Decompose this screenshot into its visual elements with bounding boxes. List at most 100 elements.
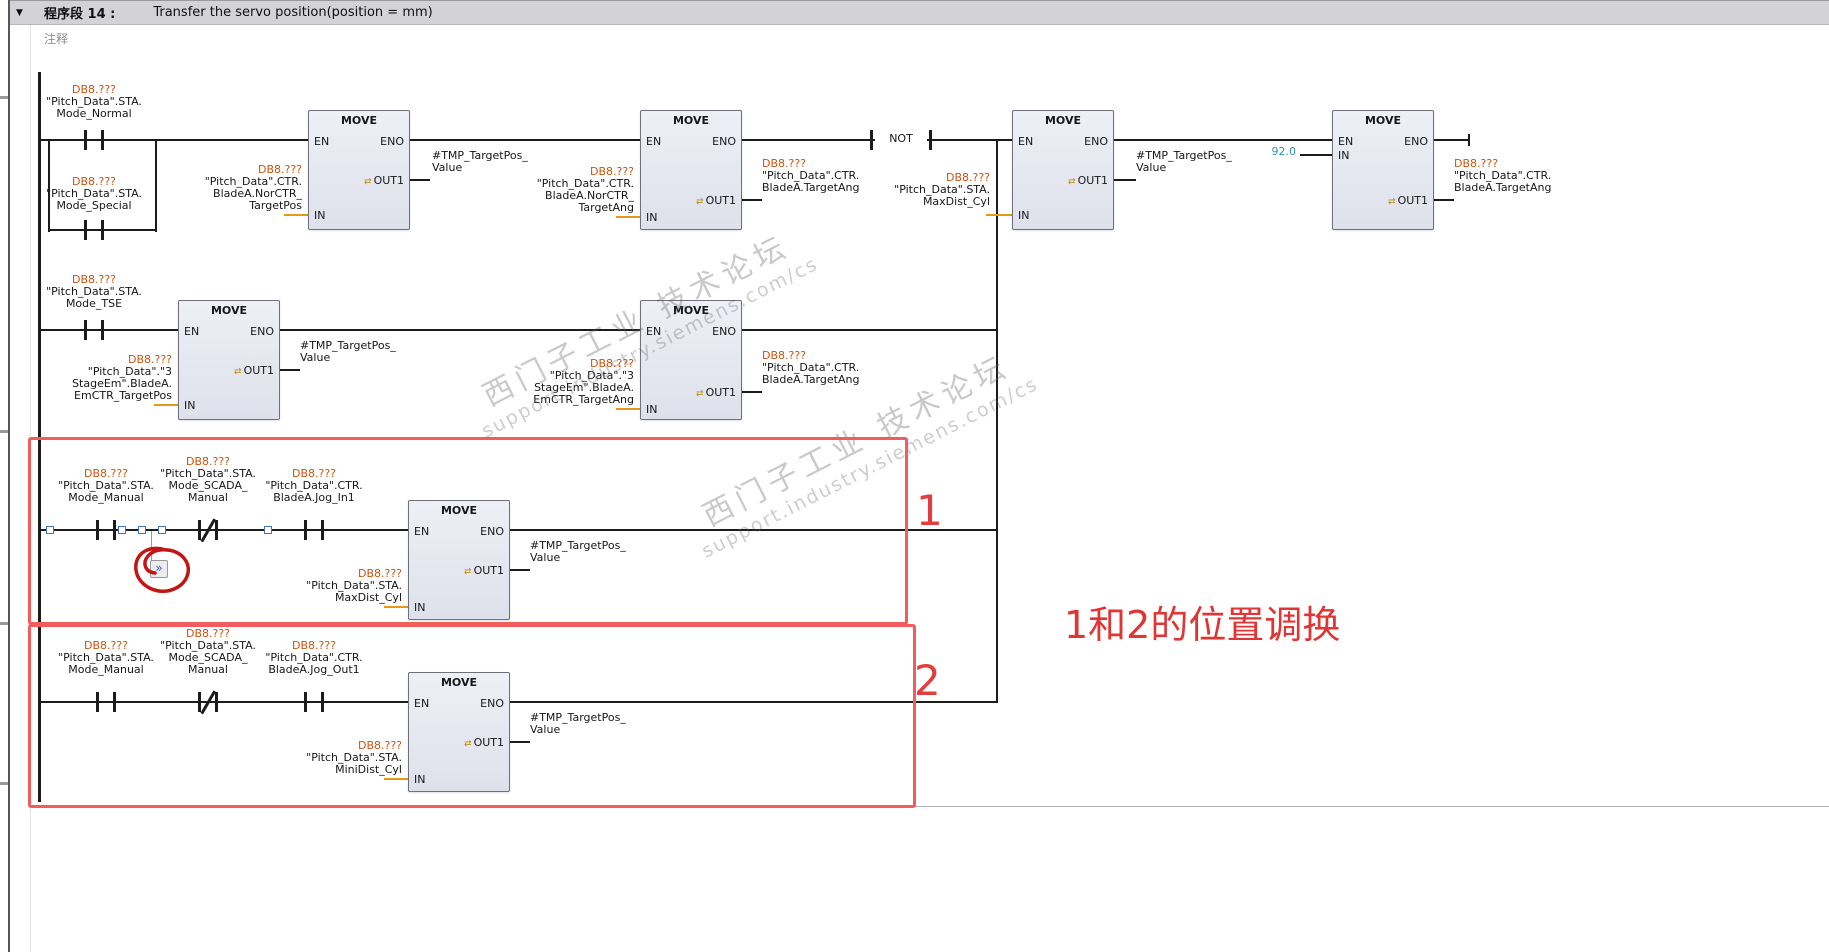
- pin-out1: ⇄OUT1: [696, 194, 736, 207]
- margin-tick: [0, 622, 8, 625]
- move-block-8[interactable]: MOVE EN ENO ⇄OUT1 IN: [408, 672, 510, 792]
- pin-eno: ENO: [480, 525, 504, 538]
- block-title: MOVE: [340, 114, 378, 127]
- network-comment[interactable]: 注释: [44, 32, 69, 46]
- pin-in: IN: [184, 399, 196, 412]
- no-contact-mode-manual[interactable]: [96, 692, 116, 712]
- operand-b3-out[interactable]: #TMP_TargetPos_ Value: [1136, 149, 1232, 174]
- operand-b8-in[interactable]: DB8.???"Pitch_Data".STA. MiniDist_Cyl: [306, 739, 402, 776]
- conversion-icon: ⇄: [364, 177, 372, 187]
- nc-contact-mode-scada-manual[interactable]: [198, 518, 218, 543]
- not-label: NOT: [875, 132, 927, 145]
- pin-out1: ⇄OUT1: [696, 386, 736, 399]
- operand-b2-out[interactable]: DB8.???"Pitch_Data".CTR. BladeA.TargetAn…: [762, 157, 860, 194]
- pin-in: IN: [414, 773, 426, 786]
- in-pin-wire: [616, 216, 640, 218]
- pin-eno: ENO: [250, 325, 274, 338]
- operand-b4-out[interactable]: DB8.???"Pitch_Data".CTR. BladeA.TargetAn…: [1454, 157, 1552, 194]
- pin-eno: ENO: [712, 135, 736, 148]
- out-pin-wire: [1112, 179, 1136, 181]
- or-branch-wire-v: [996, 139, 998, 703]
- pin-en: EN: [314, 135, 330, 148]
- collapse-network-icon[interactable]: ▼: [16, 7, 23, 18]
- pin-en: EN: [414, 697, 430, 710]
- operand-b8-out[interactable]: #TMP_TargetPos_ Value: [530, 711, 626, 736]
- operand-b5-out[interactable]: #TMP_TargetPos_ Value: [300, 339, 396, 364]
- move-block-7[interactable]: MOVE EN ENO ⇄OUT1 IN: [408, 500, 510, 620]
- no-contact-mode-normal[interactable]: [84, 130, 104, 150]
- operand-b1-out[interactable]: #TMP_TargetPos_ Value: [432, 149, 528, 174]
- operand-b7-in[interactable]: DB8.???"Pitch_Data".STA. MaxDist_Cyl: [306, 567, 402, 604]
- pin-in: IN: [646, 403, 658, 416]
- operand-b6-out[interactable]: DB8.???"Pitch_Data".CTR. BladeA.TargetAn…: [762, 349, 860, 386]
- operand-r4c2[interactable]: DB8.???"Pitch_Data".STA. Mode_SCADA_ Man…: [160, 627, 256, 676]
- insert-point-square[interactable]: [158, 526, 166, 534]
- insert-point-square[interactable]: [46, 526, 54, 534]
- move-block-3[interactable]: MOVE EN ENO ⇄OUT1 IN: [1012, 110, 1114, 230]
- operand-b7-out[interactable]: #TMP_TargetPos_ Value: [530, 539, 626, 564]
- pin-eno: ENO: [712, 325, 736, 338]
- no-contact-mode-special[interactable]: [84, 220, 104, 240]
- out-pin-wire: [508, 741, 530, 743]
- network-title[interactable]: Transfer the servo position(position = m…: [153, 5, 433, 20]
- conversion-icon: ⇄: [1388, 197, 1396, 207]
- in-pin-wire: [284, 214, 308, 216]
- drag-guide-line: [151, 531, 152, 561]
- no-contact-mode-tse[interactable]: [84, 320, 104, 340]
- operand-r3c2[interactable]: DB8.???"Pitch_Data".STA. Mode_SCADA_ Man…: [160, 455, 256, 504]
- nc-contact-mode-scada-manual[interactable]: [198, 690, 218, 715]
- conversion-icon: ⇄: [696, 389, 704, 399]
- operand-r4c1[interactable]: DB8.???"Pitch_Data".STA. Mode_Manual: [58, 639, 154, 676]
- pin-en: EN: [1018, 135, 1034, 148]
- operand-r1c2[interactable]: DB8.???"Pitch_Data".STA. Mode_Special: [46, 175, 142, 212]
- annotation-number-1: 1: [916, 486, 943, 535]
- operand-r4c3[interactable]: DB8.???"Pitch_Data".CTR. BladeA.Jog_Out1: [265, 639, 363, 676]
- pin-out1: ⇄OUT1: [1388, 194, 1428, 207]
- wire-h: [1112, 139, 1332, 141]
- move-block-2[interactable]: MOVE EN ENO ⇄OUT1 IN: [640, 110, 742, 230]
- insert-point-square[interactable]: [264, 526, 272, 534]
- operand-b6-in[interactable]: DB8.???"Pitch_Data"."3 StageEm".BladeA. …: [533, 357, 634, 406]
- move-block-4[interactable]: MOVE EN ENO IN ⇄OUT1: [1332, 110, 1434, 230]
- move-block-5[interactable]: MOVE EN ENO ⇄OUT1 IN: [178, 300, 280, 420]
- operand-r1c1[interactable]: DB8.???"Pitch_Data".STA. Mode_Normal: [46, 83, 142, 120]
- block-title: MOVE: [1044, 114, 1082, 127]
- insert-point-square[interactable]: [138, 526, 146, 534]
- operand-b2-in[interactable]: DB8.???"Pitch_Data".CTR. BladeA.NorCTR_ …: [536, 165, 634, 214]
- insert-point-square[interactable]: [118, 526, 126, 534]
- operand-b5-in[interactable]: DB8.???"Pitch_Data"."3 StageEm".BladeA. …: [72, 353, 172, 402]
- conversion-icon: ⇄: [696, 197, 704, 207]
- wire-h: [740, 329, 998, 331]
- no-contact-jog-out1[interactable]: [304, 692, 324, 712]
- not-contact[interactable]: NOT: [870, 130, 932, 150]
- operand-b4-in-constant[interactable]: 92.0: [1271, 145, 1297, 158]
- out-pin-wire: [740, 391, 762, 393]
- wire-h: [1432, 139, 1470, 141]
- in-pin-wire: [986, 214, 1012, 216]
- move-block-6[interactable]: MOVE EN ENO ⇄OUT1 IN: [640, 300, 742, 420]
- operand-r3c1[interactable]: DB8.???"Pitch_Data".STA. Mode_Manual: [58, 467, 154, 504]
- no-contact-mode-manual[interactable]: [96, 520, 116, 540]
- out-pin-wire: [278, 369, 300, 371]
- annotation-box-2: [28, 624, 916, 808]
- operand-r2c1[interactable]: DB8.???"Pitch_Data".STA. Mode_TSE: [46, 273, 142, 310]
- wire-h: [38, 701, 408, 703]
- pin-en: EN: [646, 325, 662, 338]
- no-contact-jog-in1[interactable]: [304, 520, 324, 540]
- block-title: MOVE: [1364, 114, 1402, 127]
- block-title: MOVE: [440, 676, 478, 689]
- operand-r3c3[interactable]: DB8.???"Pitch_Data".CTR. BladeA.Jog_In1: [265, 467, 363, 504]
- pin-eno: ENO: [480, 697, 504, 710]
- move-block-1[interactable]: MOVE EN ENO ⇄OUT1 IN: [308, 110, 410, 230]
- in-pin-wire: [384, 778, 408, 780]
- annotation-box-1: [28, 437, 908, 625]
- block-title: MOVE: [672, 114, 710, 127]
- wire-h: [38, 139, 308, 141]
- operand-b1-in[interactable]: DB8.???"Pitch_Data".CTR. BladeA.NorCTR_ …: [204, 163, 302, 212]
- pin-en: EN: [414, 525, 430, 538]
- annotation-number-2: 2: [914, 656, 941, 705]
- pin-in: IN: [414, 601, 426, 614]
- in-pin-wire: [154, 404, 178, 406]
- operand-b3-in[interactable]: DB8.???"Pitch_Data".STA. MaxDist_Cyl: [894, 171, 990, 208]
